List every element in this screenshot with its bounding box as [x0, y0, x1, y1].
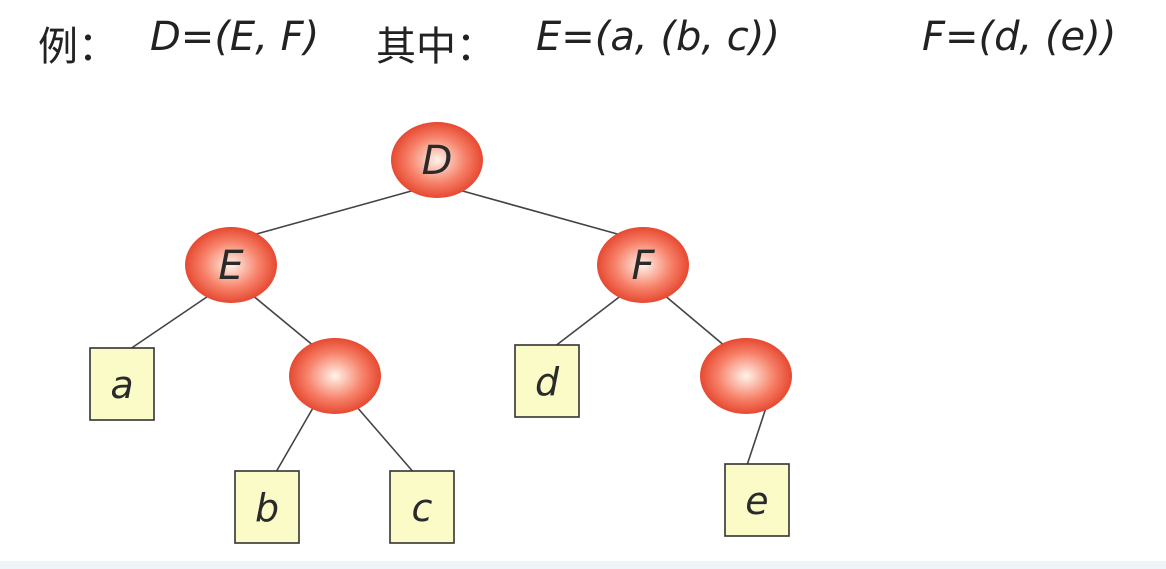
edge-E-bc	[251, 294, 315, 347]
edges	[131, 188, 768, 472]
atom-node-a: a	[89, 347, 155, 421]
atom-node-e: e	[724, 463, 790, 537]
d-definition: D=(E, F)	[150, 14, 320, 60]
atom-node-c: c	[389, 470, 455, 544]
list-node-D: D	[391, 122, 483, 198]
list-node-ellipse	[700, 338, 792, 414]
example-label: 例：	[38, 24, 118, 70]
edge-E-a	[131, 293, 211, 349]
e-definition: E=(a, (b, c))	[536, 14, 780, 60]
atom-node-b: b	[234, 470, 300, 544]
list-node-F: F	[597, 227, 689, 303]
f-definition: F=(d, (e))	[922, 14, 1117, 60]
list-node-ellipse	[597, 227, 689, 303]
list-node-ellipse	[185, 227, 277, 303]
atom-node-box	[89, 347, 155, 421]
node-label-c: c	[412, 486, 433, 530]
list-node-E: E	[185, 227, 277, 303]
node-label-a: a	[110, 363, 133, 407]
list-node-bc	[289, 338, 381, 414]
node-label-E: E	[218, 243, 244, 289]
edge-bc-c	[355, 405, 414, 472]
edge-D-F	[457, 188, 623, 237]
atom-node-box	[234, 470, 300, 544]
where-label: 其中：	[376, 24, 496, 70]
atom-node-box	[514, 344, 580, 418]
bottom-band	[0, 561, 1166, 569]
atom-node-d: d	[514, 344, 580, 418]
atom-node-box	[389, 470, 455, 544]
list-node-ellipse	[391, 122, 483, 198]
edge-en-e	[746, 405, 768, 465]
list-node-ellipse	[289, 338, 381, 414]
edge-D-E	[251, 188, 417, 237]
nodes: D E Fa b c d e	[89, 122, 792, 544]
node-label-F: F	[631, 243, 655, 289]
node-label-e: e	[745, 479, 768, 523]
edge-F-d	[556, 294, 623, 346]
list-node-en	[700, 338, 792, 414]
atom-node-box	[724, 463, 790, 537]
edge-bc-b	[275, 405, 315, 472]
node-label-D: D	[422, 138, 453, 184]
node-label-b: b	[255, 486, 279, 530]
node-label-d: d	[535, 360, 560, 404]
edge-F-en	[663, 294, 726, 347]
